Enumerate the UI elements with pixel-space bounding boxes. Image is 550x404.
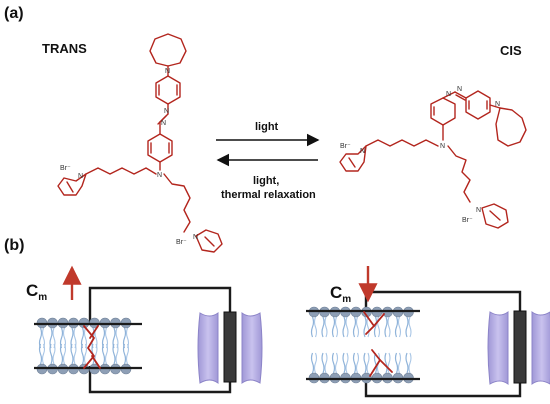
- atom-n: N: [157, 172, 162, 179]
- lipid-tail: [355, 316, 360, 338]
- atom-n: N: [78, 173, 83, 180]
- lipid-tail: [52, 343, 56, 365]
- photoswitch-arrows: light light, thermal relaxation: [216, 121, 320, 201]
- lipid-tail: [363, 352, 367, 374]
- bromide-label: Br⁻: [462, 217, 473, 224]
- lipid-tail: [387, 316, 391, 338]
- lipid-tail: [49, 343, 53, 365]
- lipid-tail: [313, 352, 318, 374]
- lipid-tail: [80, 343, 85, 365]
- lipid-tail: [355, 352, 360, 374]
- capacitance-increase: Cm: [26, 265, 82, 303]
- trans-atom-labels: N N N N N N Br⁻ Br⁻: [60, 68, 198, 246]
- lipid-tail: [310, 352, 315, 374]
- lipid-tail: [41, 343, 46, 365]
- cis-molecule-in-membrane: [363, 311, 393, 377]
- atom-n: N: [360, 148, 365, 155]
- lipid-tail: [324, 316, 328, 338]
- lipid-tail: [122, 343, 127, 365]
- lipid-tail: [366, 316, 370, 338]
- lipid-tail: [334, 316, 339, 338]
- atom-n: N: [165, 68, 170, 75]
- atom-n: N: [193, 234, 198, 241]
- panel-label-b: (b): [4, 237, 24, 254]
- lipid-tail: [313, 316, 318, 338]
- lipid-tail: [342, 352, 346, 374]
- lipid-tail: [310, 316, 315, 338]
- capacitance-symbol: Cm: [26, 281, 47, 303]
- lipid-tail: [408, 316, 412, 338]
- lipid-tail: [73, 343, 77, 365]
- trans-label: TRANS: [42, 41, 87, 56]
- lipid-bilayer-trans: [34, 317, 142, 375]
- lipid-tail: [112, 343, 116, 365]
- panel-label-a: (a): [4, 5, 24, 22]
- lipid-tail: [101, 343, 106, 365]
- atom-n: N: [476, 207, 481, 214]
- lipid-tail: [70, 343, 74, 365]
- atom-n: N: [457, 86, 462, 93]
- lipid-tail: [394, 352, 399, 374]
- lipid-tail: [331, 352, 336, 374]
- lipid-tail: [345, 352, 349, 374]
- lipid-tail: [125, 343, 130, 365]
- capacitance-decrease: Cm: [330, 266, 378, 305]
- backward-arrow-label-2: thermal relaxation: [221, 189, 316, 201]
- lipid-tail: [405, 352, 409, 374]
- capacitance-symbol: Cm: [330, 283, 351, 305]
- lipid-tail: [373, 352, 378, 374]
- ion-channel-trans: [197, 311, 263, 384]
- lipid-tail: [59, 343, 64, 365]
- lipid-tail: [321, 352, 325, 374]
- lipid-tail: [363, 316, 367, 338]
- bromide-label: Br⁻: [60, 165, 71, 172]
- lipid-tail: [345, 316, 349, 338]
- lipid-tail: [376, 316, 381, 338]
- lipid-tail: [366, 352, 370, 374]
- lipid-tail: [342, 316, 346, 338]
- lipid-tail: [334, 352, 339, 374]
- atom-n: N: [495, 101, 500, 108]
- ion-channel-cis: [487, 310, 550, 385]
- backward-arrow-label-1: light,: [253, 175, 279, 187]
- trans-molecule-in-membrane: [83, 325, 101, 369]
- lipid-tail: [115, 343, 119, 365]
- lipid-tail: [397, 352, 402, 374]
- lipid-tail: [83, 343, 88, 365]
- atom-n: N: [164, 108, 169, 115]
- lipid-tail: [384, 316, 388, 338]
- cis-atom-labels: N N N N N N Br⁻ Br⁻: [340, 86, 500, 224]
- lipid-tail: [387, 352, 391, 374]
- lipid-tail: [384, 352, 388, 374]
- lipid-tail: [62, 343, 67, 365]
- trans-azobenzene-molecule: [57, 33, 223, 253]
- atom-n: N: [440, 143, 445, 150]
- atom-n: N: [161, 120, 166, 127]
- cis-azobenzene-molecule: [339, 90, 527, 229]
- lipid-tail: [331, 316, 336, 338]
- lipid-tail: [324, 352, 328, 374]
- cis-label: CIS: [500, 43, 522, 58]
- lipid-tail: [394, 316, 399, 338]
- circuit-wire-top: [88, 286, 232, 324]
- forward-arrow-label: light: [255, 121, 279, 133]
- lipid-tail: [408, 352, 412, 374]
- atom-n: N: [446, 91, 451, 98]
- lipid-tail: [104, 343, 109, 365]
- bromide-label: Br⁻: [340, 143, 351, 150]
- lipid-tail: [405, 316, 409, 338]
- lipid-tail: [373, 316, 378, 338]
- bromide-label: Br⁻: [176, 239, 187, 246]
- lipid-bilayer-cis: [306, 306, 420, 384]
- lipid-tail: [352, 352, 357, 374]
- lipid-tail: [321, 316, 325, 338]
- lipid-tail: [397, 316, 402, 338]
- lipid-tail: [352, 316, 357, 338]
- lipid-tail: [38, 343, 43, 365]
